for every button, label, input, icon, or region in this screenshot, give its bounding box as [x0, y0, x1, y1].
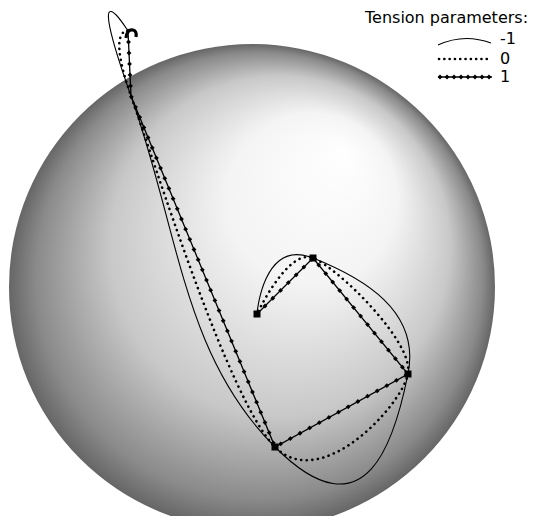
diamond-marker — [250, 390, 255, 395]
diamond-marker — [208, 288, 213, 293]
diamond-marker — [393, 356, 398, 361]
diamond-marker — [336, 410, 341, 415]
diamond-marker — [355, 399, 360, 404]
diamond-marker — [375, 389, 380, 394]
diamond-marker — [258, 410, 263, 415]
diamond-marker — [146, 135, 151, 140]
spline-curves — [108, 11, 411, 484]
diamond-marker — [183, 227, 188, 232]
diamond-marker — [379, 339, 384, 344]
diamond-marker — [384, 383, 389, 388]
diamond-marker — [175, 206, 180, 211]
diamond-marker — [346, 404, 351, 409]
diamond-marker — [233, 349, 238, 354]
diamond-marker — [238, 359, 243, 364]
control-point — [310, 255, 317, 262]
diamond-marker — [278, 288, 283, 293]
diamond-marker — [167, 186, 172, 191]
diamond-marker — [158, 166, 163, 171]
diamond-marker — [127, 62, 132, 67]
diamond-marker — [200, 267, 205, 272]
legend-sample — [436, 50, 494, 68]
diamond-marker — [154, 156, 159, 161]
legend-sample — [436, 30, 494, 48]
diamond-marker — [128, 84, 133, 89]
diamond-marker — [294, 272, 299, 277]
diamond-marker — [150, 145, 155, 150]
diamond-marker — [246, 379, 251, 384]
diamond-marker — [316, 263, 321, 268]
diamond-marker — [298, 431, 303, 436]
diamond-marker — [221, 318, 226, 323]
diamond-marker — [286, 280, 291, 285]
diamond-marker — [365, 394, 370, 399]
diamond-marker — [344, 297, 349, 302]
diamond-marker — [351, 305, 356, 310]
diamond-marker — [192, 247, 197, 252]
diamond-marker — [394, 378, 399, 383]
legend-label: -1 — [500, 31, 516, 47]
diamond-marker — [263, 304, 268, 309]
control-point — [254, 311, 261, 318]
control-point — [272, 444, 279, 451]
diamond-marker — [372, 331, 377, 336]
diamond-marker — [327, 415, 332, 420]
curve-tension-minus-one — [108, 11, 409, 484]
diamond-marker — [365, 322, 370, 327]
diamond-marker — [217, 308, 222, 313]
diamond-marker — [229, 339, 234, 344]
diamond-marker — [254, 400, 259, 405]
diamond-marker — [129, 94, 134, 99]
diamond-marker — [288, 436, 293, 441]
legend-label: 1 — [500, 69, 510, 85]
diamond-marker — [337, 288, 342, 293]
curve-tension-zero — [119, 31, 408, 460]
diamond-marker — [225, 329, 230, 334]
curve-tension-one — [128, 31, 408, 447]
diamond-marker — [162, 176, 167, 181]
control-point — [405, 371, 412, 378]
diamond-marker — [317, 420, 322, 425]
diamond-marker — [263, 420, 268, 425]
legend-sample — [436, 68, 494, 86]
curve-start — [126, 30, 136, 38]
diamond-marker — [137, 115, 142, 120]
legend-heading: Tension parameters: — [365, 10, 528, 26]
diamond-marker — [204, 278, 209, 283]
diamond-marker — [267, 430, 272, 435]
diamond-marker — [133, 105, 138, 110]
diamond-marker — [127, 51, 132, 56]
diamond-marker — [212, 298, 217, 303]
diamond-marker — [179, 217, 184, 222]
diamond-marker — [196, 257, 201, 262]
diamond-marker — [301, 265, 306, 270]
diamond-marker — [128, 73, 133, 78]
legend-label: 0 — [500, 51, 510, 67]
diamond-marker — [307, 426, 312, 431]
diamond-marker — [242, 369, 247, 374]
diamond-marker — [330, 280, 335, 285]
diamond-marker — [126, 40, 131, 45]
sphere — [9, 44, 495, 516]
diamond-marker — [400, 365, 405, 370]
diamond-marker — [278, 441, 283, 446]
diamond-marker — [141, 125, 146, 130]
diamond-marker — [323, 271, 328, 276]
diamond-marker — [386, 348, 391, 353]
diamond-marker — [358, 314, 363, 319]
legend-ground — [432, 26, 542, 88]
diamond-marker — [171, 196, 176, 201]
diamond-marker — [270, 296, 275, 301]
diamond-marker — [187, 237, 192, 242]
